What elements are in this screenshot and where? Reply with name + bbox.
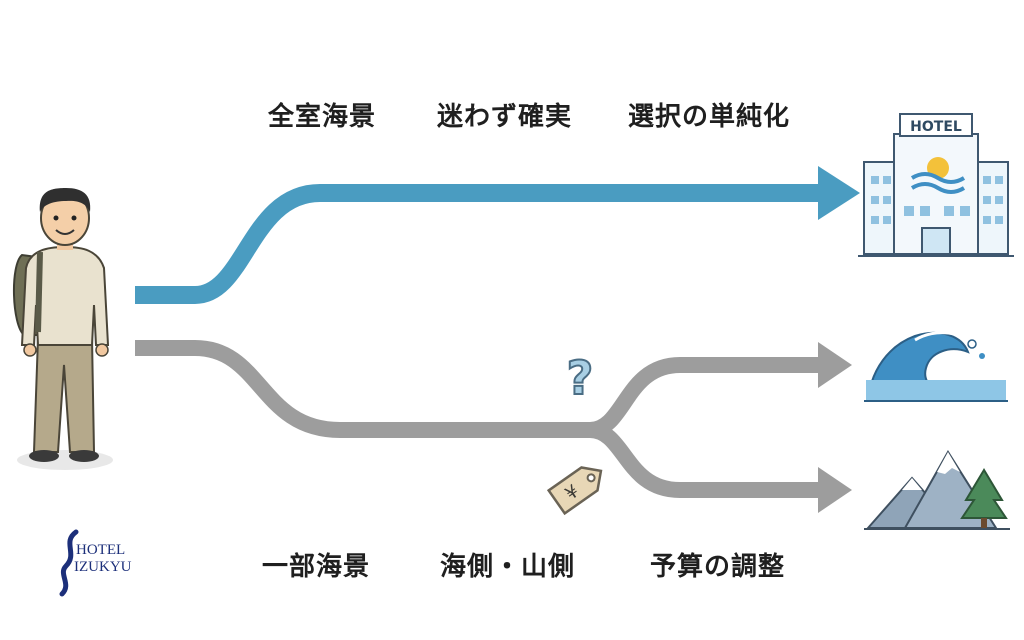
- mountain-icon: [864, 450, 1010, 530]
- logo-line-2: IZUKYU: [74, 559, 132, 575]
- hotel-building-icon: HOTEL: [858, 113, 1014, 257]
- traveler-person-icon: [13, 188, 113, 470]
- hotel-izukyu-logo: HOTEL IZUKYU: [54, 528, 144, 598]
- bottom-path-arrow: [135, 340, 852, 513]
- label-simple-choice: 選択の単純化: [628, 102, 791, 132]
- label-budget-adjustment: 予算の調整: [650, 552, 786, 582]
- svg-text:HOTEL: HOTEL: [910, 119, 962, 135]
- label-sea-or-mountain-side: 海側・山側: [440, 552, 576, 582]
- price-tag-icon: ¥: [546, 466, 603, 516]
- label-no-hesitation: 迷わず確実: [437, 102, 573, 132]
- question-mark-icon: ?: [567, 351, 594, 405]
- ocean-wave-icon: [864, 331, 1008, 402]
- logo-line-1: HOTEL: [76, 542, 126, 558]
- label-all-rooms-ocean-view: 全室海景: [268, 102, 377, 132]
- label-partial-ocean-view: 一部海景: [262, 552, 371, 582]
- logo-swirl-icon: [59, 529, 79, 597]
- top-path-arrow: [135, 166, 860, 304]
